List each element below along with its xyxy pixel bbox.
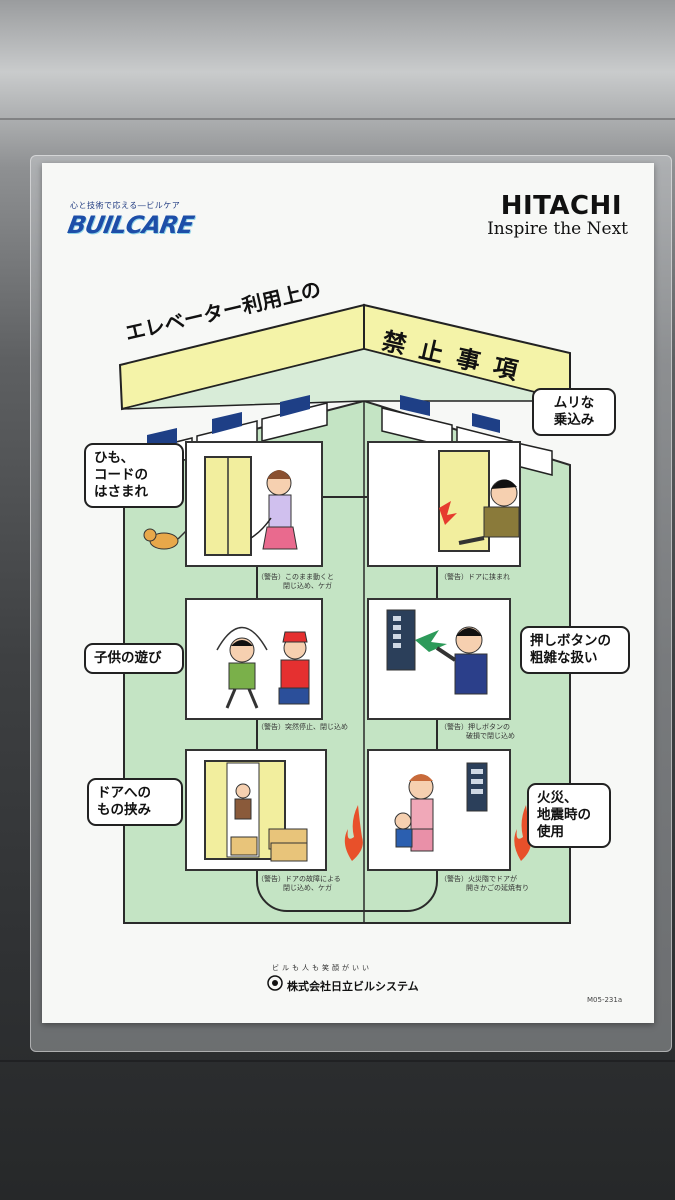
- warning-line: （警告）火災階でドアが: [440, 875, 517, 883]
- warning-line: （警告）突然停止、閉じ込め: [257, 723, 348, 731]
- hazard-label-rough-button: 押しボタンの 粗雑な扱い: [520, 626, 630, 674]
- buil-logo: BUILCARE: [65, 211, 196, 239]
- hazard-label-forced-entry: ムリな 乗込み: [532, 388, 616, 436]
- hazard-label-fire-quake: 火災、 地震時の 使用: [527, 783, 611, 848]
- illustration-panel-door-objects: [185, 749, 327, 871]
- label-line: 火災、: [537, 790, 578, 806]
- warning-text-forced-entry: （警告）ドアに挟まれ: [440, 573, 510, 582]
- label-line: 子供の遊び: [94, 650, 162, 666]
- dog-icon: [143, 528, 187, 550]
- warning-line: 閉じ込め、ケガ: [283, 884, 332, 892]
- warning-line: （警告）このまま動くと: [257, 573, 334, 581]
- steel-seam: [0, 118, 675, 120]
- illustration-panel-fire-quake: [367, 749, 511, 871]
- warning-line: 破損で閉じ込め: [466, 732, 515, 740]
- warning-text-cord: （警告）このまま動くと 閉じ込め、ケガ: [257, 573, 334, 591]
- label-line: ひも、: [94, 450, 135, 466]
- label-line: 粗雑な扱い: [530, 650, 598, 666]
- illustration-panel-forced-entry: [367, 441, 521, 567]
- company-logo-icon: [267, 975, 283, 991]
- hazard-label-child-play: 子供の遊び: [84, 643, 184, 674]
- hazard-label-door-objects: ドアへの もの挟み: [87, 778, 183, 826]
- illustration-panel-cord: [185, 441, 323, 567]
- hitachi-slogan: Inspire the Next: [487, 219, 628, 239]
- warning-text-child-play: （警告）突然停止、閉じ込め: [257, 723, 348, 732]
- illustration-panel-child-play: [185, 598, 323, 720]
- hitachi-logo: HITACHI: [500, 191, 622, 221]
- label-line: コードの: [94, 467, 148, 483]
- label-line: ムリな: [553, 395, 595, 411]
- footer-slogan: ビルも人も笑顔がいい: [272, 964, 372, 972]
- warning-text-door-objects: （警告）ドアの故障による 閉じ込め、ケガ: [257, 875, 341, 893]
- label-line: 押しボタンの: [530, 633, 611, 649]
- label-line: 使用: [537, 824, 564, 840]
- warning-line: （警告）ドアに挟まれ: [440, 573, 510, 581]
- warning-text-rough-button: （警告）押しボタンの 破損で閉じ込め: [440, 723, 515, 741]
- label-line: はさまれ: [94, 484, 148, 500]
- fire-icon: [514, 805, 531, 861]
- company-name: 株式会社日立ビルシステム: [287, 980, 419, 993]
- warning-line: 閉じ込め、ケガ: [283, 582, 332, 590]
- label-line: 乗込み: [553, 412, 595, 428]
- warning-line: 開きかごの延焼有り: [466, 884, 529, 892]
- poster: 心と技術で応える―ビルケア BUILCARE HITACHI Inspire t…: [42, 163, 654, 1023]
- label-line: 地震時の: [537, 807, 591, 823]
- buil-tagline: 心と技術で応える―ビルケア: [70, 201, 181, 210]
- illustration-panel-rough-button: [367, 598, 511, 720]
- label-line: もの挟み: [97, 802, 151, 818]
- warning-line: （警告）ドアの故障による: [257, 875, 341, 883]
- warning-line: （警告）押しボタンの: [440, 723, 510, 731]
- fire-icon: [344, 805, 363, 861]
- label-line: ドアへの: [97, 785, 151, 801]
- warning-text-fire-quake: （警告）火災階でドアが 開きかごの延焼有り: [440, 875, 529, 893]
- hazard-label-cord: ひも、 コードの はさまれ: [84, 443, 184, 508]
- document-code: M05-231a: [587, 996, 623, 1004]
- steel-seam: [0, 1060, 675, 1062]
